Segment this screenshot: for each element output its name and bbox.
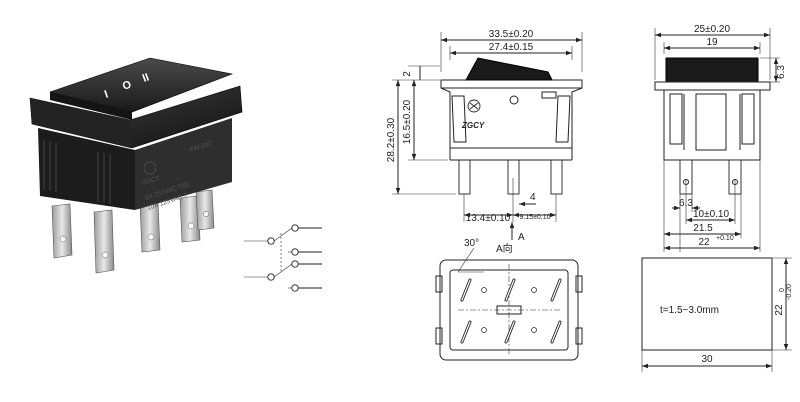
front-view: 33.5±0.20 27.4±0.15 ZGCY [386, 29, 583, 243]
side-view: 25±0.20 19 6.3 6.3 [654, 24, 787, 252]
dim-rocker-height: 2 [402, 71, 413, 77]
bottom-view: A向 30° [435, 238, 583, 361]
bottom-view-label: A向 [496, 242, 513, 255]
dim-cutout-width: 30 [701, 354, 713, 365]
logo-icon [143, 161, 157, 175]
dim-pin-width: 4 [530, 192, 536, 203]
terminals [51, 189, 215, 274]
common-terminal-1 [267, 237, 275, 245]
panel-cutout: t=1.5~3.0mm 30 22 0 -0.20 [641, 257, 793, 372]
dim-side-pin-pitch: 10±0.10 [693, 209, 730, 220]
dim-side-pin-height: 6.3 [679, 198, 693, 209]
dim-pin-pitch-right: 9.15±0.10 [519, 214, 550, 221]
circuit-schematic [244, 224, 322, 292]
zgcy-logo: ZGCY [461, 99, 485, 130]
product-photo: I O II ZGCY 6A 250VAC T85 10A 125VAC T X… [29, 57, 243, 274]
marking-i: I [103, 88, 110, 100]
logo-icon [467, 99, 481, 113]
dim-side-base-width: 22 [698, 237, 710, 248]
dim-side-span: 21.5 [693, 223, 713, 234]
dim-side-rocker-height: 6.3 [776, 65, 787, 79]
dim-side-inner-width: 19 [706, 37, 718, 48]
section-mark-a: A [518, 232, 525, 243]
marking-ii: II [141, 71, 151, 84]
bottom-angle: 30° [464, 238, 479, 249]
common-terminal-2 [267, 273, 275, 281]
dim-cutout-tol-upper: 0 [779, 288, 786, 292]
dim-body-height: 16.5±0.20 [402, 99, 413, 144]
dim-cutout-height: 22 [774, 304, 785, 316]
panel-thickness: t=1.5~3.0mm [660, 305, 719, 316]
dim-cutout-tol-lower: -0.20 [786, 284, 793, 300]
dim-total-height: 28.2±0.30 [386, 117, 397, 162]
dim-side-overall-width: 25±0.20 [694, 24, 731, 35]
dim-side-base-tol: +0.10 [716, 235, 734, 242]
dim-inner-width: 27.4±0.15 [489, 42, 534, 53]
svg-text:ZGCY: ZGCY [461, 121, 485, 130]
dim-overall-width: 33.5±0.20 [489, 29, 534, 40]
dim-pin-pitch-left: 13.4±0.10 [466, 213, 511, 224]
